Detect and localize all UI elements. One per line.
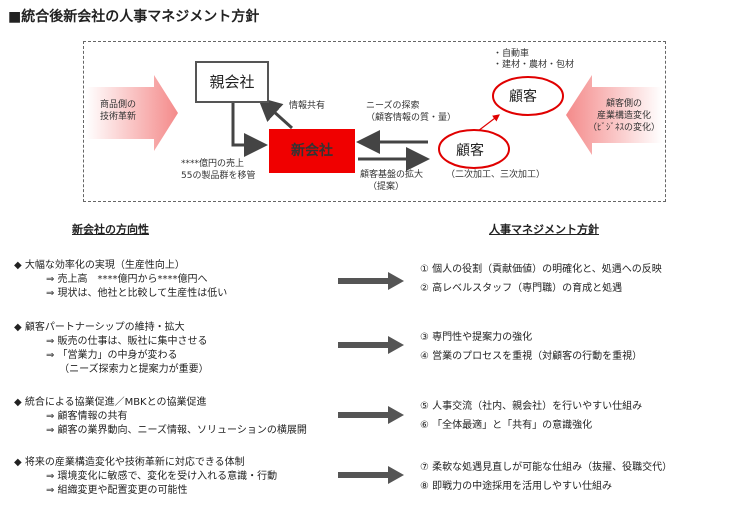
direction-sub: ⇒ 顧客情報の共有 — [46, 411, 128, 422]
policy-item: ② 高レベルスタッフ（専門職）の育成と処遇 — [420, 283, 623, 294]
policy-item: ① 個人の役割（貢献価値）の明確化と、処遇への反映 — [420, 264, 662, 275]
direction-sub: ⇒ 「営業力」の中身が変わる — [46, 350, 178, 361]
page-title: ■統合後新会社の人事マネジメント方針 — [8, 9, 260, 25]
row-arrow-2 — [338, 336, 404, 354]
policy-row-3: ⑤ 人事交流（社内、親会社）を行いやすい仕組み ⑥ 「全体最適」と「共有」の意識… — [420, 397, 642, 435]
customer-bottom-note: （二次加工、三次加工） — [446, 170, 546, 180]
policy-item: ⑥ 「全体最適」と「共有」の意識強化 — [420, 420, 593, 431]
customer-top-note-line-1: ・自動車 — [493, 49, 530, 59]
needs-explore-label: ニーズの探索 （顧客情報の質・量） — [366, 100, 456, 124]
policy-item: ③ 専門性や提案力の強化 — [420, 332, 533, 343]
row-arrow-4 — [338, 466, 404, 484]
transfer-note-line-1: ****億円の売上 — [181, 159, 245, 169]
left-heading: 新会社の方向性 — [72, 223, 149, 236]
customer-top-note-line-2: ・建材・農材・包材 — [493, 60, 575, 70]
direction-bullet: ◆ 大幅な効率化の実現（生産性向上） — [14, 260, 185, 271]
direction-sub: ⇒ 顧客の業界動向、ニーズ情報、ソリューションの横展開 — [46, 425, 307, 436]
direction-sub: ⇒ 現状は、他社と比較して生産性は低い — [46, 288, 228, 299]
direction-sub: ⇒ 環境変化に敏感で、変化を受け入れる意識・行動 — [46, 471, 278, 482]
customer-expand-line-2: （提案） — [368, 182, 405, 192]
row-arrow-1 — [338, 272, 404, 290]
direction-row-4: ◆ 将来の産業構造変化や技術革新に対応できる体制 ⇒ 環境変化に敏感で、変化を受… — [14, 455, 277, 498]
right-label-line-2: 産業構造変化 — [597, 111, 652, 121]
direction-sub: ⇒ 売上高 ****億円から****億円へ — [46, 274, 208, 285]
direction-row-2: ◆ 顧客パートナーシップの維持・拡大 ⇒ 販売の仕事は、販社に集中させる ⇒ 「… — [14, 320, 209, 377]
left-pink-arrow — [86, 75, 178, 151]
parent-company-box: 親会社 — [195, 61, 269, 103]
transfer-note-line-2: 55の製品群を移管 — [181, 171, 256, 181]
needs-explore-line-2: （顧客情報の質・量） — [366, 113, 457, 123]
direction-bullet: ◆ 統合による協業促進／MBKとの協業促進 — [14, 397, 207, 408]
customer-bottom-label: 顧客 — [456, 143, 484, 159]
right-label-line-3: （ﾋﾞｼﾞﾈｽの変化） — [588, 123, 661, 133]
transfer-note: ****億円の売上 55の製品群を移管 — [181, 158, 255, 182]
policy-item: ⑤ 人事交流（社内、親会社）を行いやすい仕組み — [420, 401, 643, 412]
policy-row-2: ③ 専門性や提案力の強化 ④ 営業のプロセスを重視（対顧客の行動を重視） — [420, 328, 642, 366]
direction-bullet: ◆ 顧客パートナーシップの維持・拡大 — [14, 322, 185, 333]
needs-explore-line-1: ニーズの探索 — [366, 101, 420, 111]
customer-expand-label: 顧客基盤の拡大 （提案） — [360, 169, 423, 193]
left-label: 商品側の 技術革新 — [100, 99, 136, 123]
policy-item: ④ 営業のプロセスを重視（対顧客の行動を重視） — [420, 351, 643, 362]
right-label-line-1: 顧客側の — [606, 99, 643, 109]
row-arrow-3 — [338, 406, 404, 424]
left-label-line-1: 商品側の — [100, 100, 137, 110]
right-heading: 人事マネジメント方針 — [489, 223, 599, 236]
direction-row-3: ◆ 統合による協業促進／MBKとの協業促進 ⇒ 顧客情報の共有 ⇒ 顧客の業界動… — [14, 395, 307, 438]
left-label-line-2: 技術革新 — [100, 112, 137, 122]
direction-bullet: ◆ 将来の産業構造変化や技術革新に対応できる体制 — [14, 457, 245, 468]
direction-row-1: ◆ 大幅な効率化の実現（生産性向上） ⇒ 売上高 ****億円から****億円へ… — [14, 258, 227, 301]
right-pink-arrow — [566, 75, 662, 155]
diagram-frame — [83, 41, 666, 202]
policy-item: ⑦ 柔軟な処遇見直しが可能な仕組み（抜擢、役職交代） — [420, 462, 673, 473]
customer-top-note: ・自動車 ・建材・農材・包材 — [493, 49, 574, 71]
right-label: 顧客側の 産業構造変化 （ﾋﾞｼﾞﾈｽの変化） — [588, 98, 660, 134]
direction-sub: （ニーズ探索力と提案力が重要） — [46, 364, 209, 375]
direction-sub: ⇒ 販売の仕事は、販社に集中させる — [46, 336, 208, 347]
new-company-box: 新会社 — [269, 129, 355, 173]
policy-row-1: ① 個人の役割（貢献価値）の明確化と、処遇への反映 ② 高レベルスタッフ（専門職… — [420, 260, 662, 298]
policy-item: ⑧ 即戦力の中途採用を活用しやすい仕組み — [420, 481, 613, 492]
customer-top-label: 顧客 — [509, 89, 537, 105]
info-share-label: 情報共有 — [289, 101, 326, 111]
customer-expand-line-1: 顧客基盤の拡大 — [360, 170, 424, 180]
policy-row-4: ⑦ 柔軟な処遇見直しが可能な仕組み（抜擢、役職交代） ⑧ 即戦力の中途採用を活用… — [420, 458, 672, 496]
direction-sub: ⇒ 組織変更や配置変更の可能性 — [46, 485, 188, 496]
